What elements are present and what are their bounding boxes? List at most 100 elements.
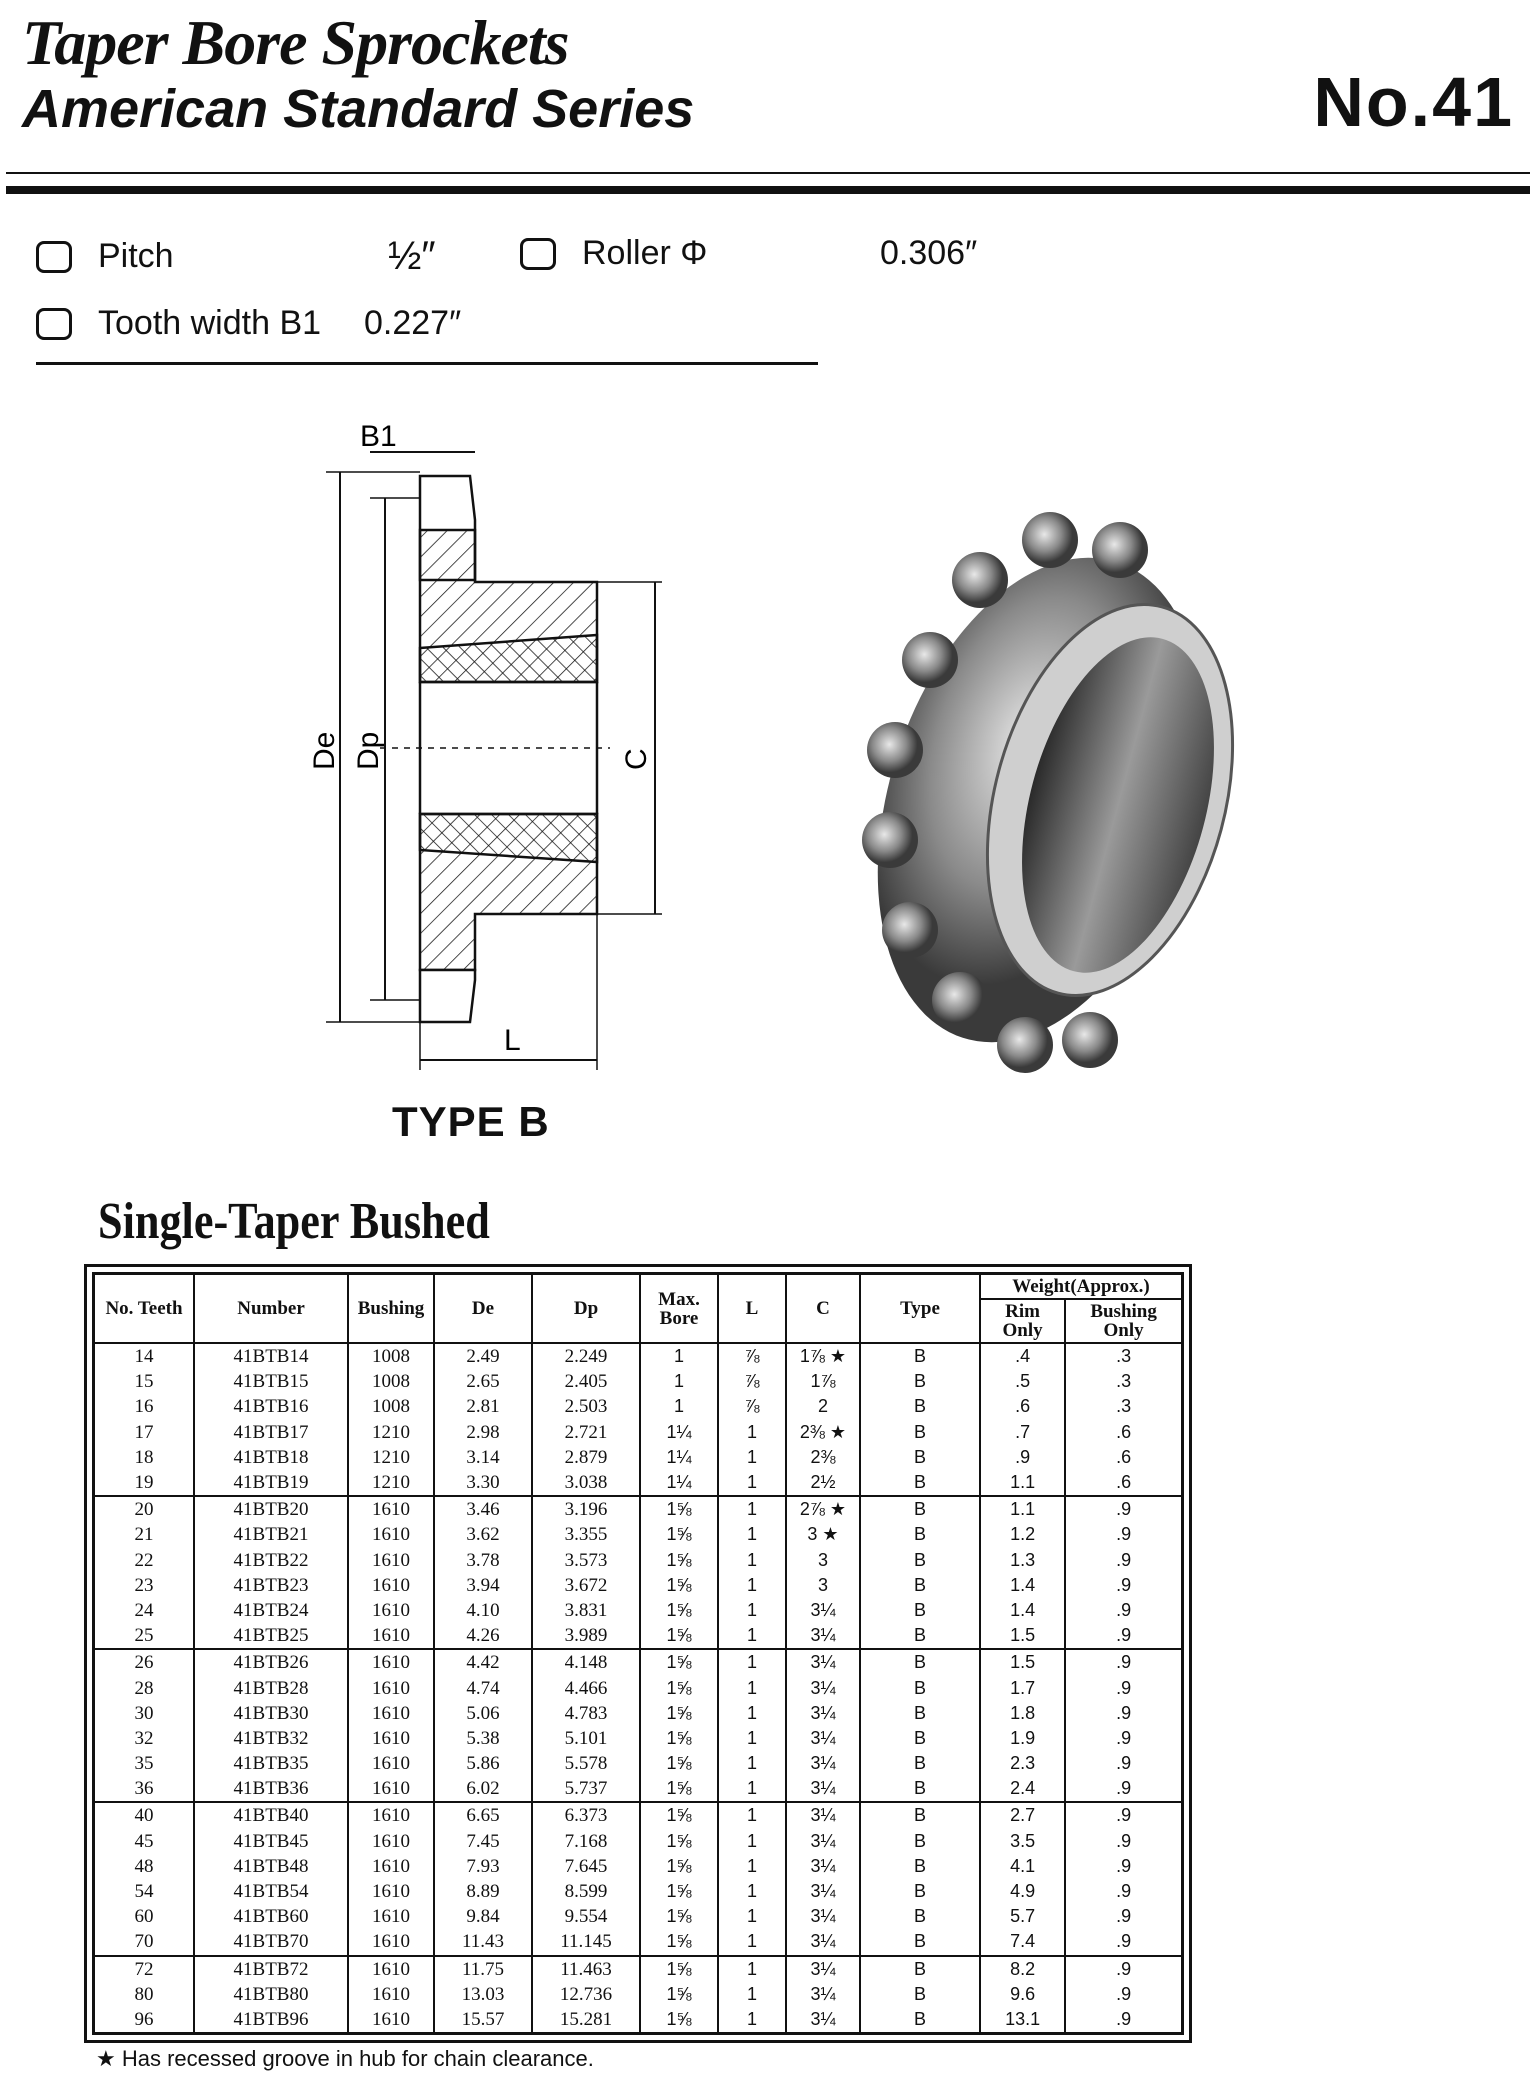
cell-c: 3¼ [785, 1751, 861, 1777]
cell-c: 3¼ [785, 1597, 861, 1624]
cell-max-bore: 1 [639, 1369, 719, 1395]
cell-type: B [859, 1801, 981, 1829]
cell-c: 3¼ [785, 2006, 861, 2034]
cell-type: B [859, 1700, 981, 1726]
cell-bushing: 1610 [347, 1929, 435, 1956]
cell-type: B [859, 1648, 981, 1676]
cell-dp: 3.355 [531, 1522, 641, 1548]
cell-dp: 3.672 [531, 1572, 641, 1598]
cell-type: B [859, 1547, 981, 1573]
cell-de: 4.74 [433, 1675, 533, 1701]
bullet-box-icon [36, 240, 72, 273]
roller-label: Roller Φ [582, 234, 708, 272]
cell-rim-weight: 1.4 [978, 1572, 1067, 1598]
diagram-type-label: TYPE B [392, 1098, 550, 1145]
cell-max-bore: 1⅝ [639, 1853, 719, 1879]
cell-de: 6.65 [433, 1801, 533, 1829]
cell-dp: 3.573 [531, 1547, 641, 1573]
cell-rim-weight: 2.3 [978, 1751, 1067, 1777]
cell-number: 41BTB45 [193, 1828, 349, 1854]
cell-max-bore: 1⅝ [639, 1623, 719, 1650]
cell-bushing: 1610 [347, 1776, 435, 1803]
cell-l: 1 [717, 1981, 787, 2007]
cell-bushing-weight: .9 [1064, 1623, 1184, 1650]
cell-type: B [859, 1419, 981, 1445]
cell-bushing: 1210 [347, 1469, 435, 1497]
cell-de: 3.14 [433, 1444, 533, 1470]
cell-max-bore: 1⅝ [639, 1801, 719, 1829]
cell-rim-weight: .5 [978, 1369, 1067, 1395]
cell-rim-weight: 4.9 [978, 1878, 1067, 1905]
cell-l: 1 [717, 1853, 787, 1879]
cell-max-bore: 1⅝ [639, 1522, 719, 1548]
cell-type: B [859, 1853, 981, 1879]
cell-c: 3¼ [785, 1853, 861, 1879]
cell-bushing-weight: .9 [1064, 1776, 1184, 1803]
cell-c: 3¼ [785, 1801, 861, 1829]
pitch-label: Pitch [98, 237, 174, 275]
cell-c: 2½ [785, 1469, 861, 1497]
cell-max-bore: 1⅝ [639, 1725, 719, 1751]
cell-de: 3.94 [433, 1572, 533, 1598]
col-dp: Dp [531, 1272, 641, 1344]
cell-bushing-weight: .9 [1064, 1675, 1184, 1701]
cell-de: 7.93 [433, 1853, 533, 1879]
cell-bushing-weight: .9 [1064, 1878, 1184, 1905]
spec-roller: Roller Φ 0.306″ [520, 234, 977, 273]
col-bushing-only: Bushing Only [1064, 1298, 1184, 1344]
cell-number: 41BTB40 [193, 1801, 349, 1829]
tooth-width-value: 0.227″ [364, 304, 462, 342]
cell-l: ⅞ [717, 1341, 787, 1370]
cell-teeth: 23 [92, 1572, 195, 1598]
cell-max-bore: 1⅝ [639, 1929, 719, 1956]
cell-number: 41BTB14 [193, 1341, 349, 1370]
cell-rim-weight: 8.2 [978, 1954, 1067, 1982]
cell-rim-weight: 2.7 [978, 1801, 1067, 1829]
cell-teeth: 26 [92, 1648, 195, 1676]
page-subtitle: American Standard Series [22, 79, 695, 139]
cell-teeth: 24 [92, 1597, 195, 1624]
cell-c: 2⅜ [785, 1444, 861, 1470]
chain-number: No.41 [1313, 63, 1514, 141]
cell-dp: 8.599 [531, 1878, 641, 1905]
cell-max-bore: 1⅝ [639, 1751, 719, 1777]
cell-dp: 3.038 [531, 1469, 641, 1497]
b1-label: B1 [360, 420, 397, 453]
cell-number: 41BTB72 [193, 1954, 349, 1982]
cell-type: B [859, 1572, 981, 1598]
cell-l: 1 [717, 1547, 787, 1573]
cell-teeth: 25 [92, 1623, 195, 1650]
cell-l: 1 [717, 1878, 787, 1905]
cell-type: B [859, 1751, 981, 1777]
cell-type: B [859, 1469, 981, 1497]
cell-de: 2.81 [433, 1394, 533, 1420]
cell-number: 41BTB28 [193, 1675, 349, 1701]
cell-l: 1 [717, 1597, 787, 1624]
cell-number: 41BTB17 [193, 1419, 349, 1445]
cell-dp: 7.645 [531, 1853, 641, 1879]
cell-bushing: 1610 [347, 1981, 435, 2007]
cell-c: 3¼ [785, 1675, 861, 1701]
cell-teeth: 17 [92, 1419, 195, 1445]
cell-rim-weight: 13.1 [978, 2006, 1067, 2034]
cell-type: B [859, 1495, 981, 1523]
cell-rim-weight: 7.4 [978, 1929, 1067, 1956]
cell-type: B [859, 1522, 981, 1548]
cell-number: 41BTB23 [193, 1572, 349, 1598]
cell-rim-weight: .4 [978, 1341, 1067, 1370]
dp-label: Dp [352, 732, 385, 770]
cell-bushing-weight: .9 [1064, 1853, 1184, 1879]
cell-de: 13.03 [433, 1981, 533, 2007]
col-number: Number [193, 1272, 349, 1344]
cell-max-bore: 1⅝ [639, 1700, 719, 1726]
cell-rim-weight: 1.7 [978, 1675, 1067, 1701]
cell-bushing: 1210 [347, 1444, 435, 1470]
